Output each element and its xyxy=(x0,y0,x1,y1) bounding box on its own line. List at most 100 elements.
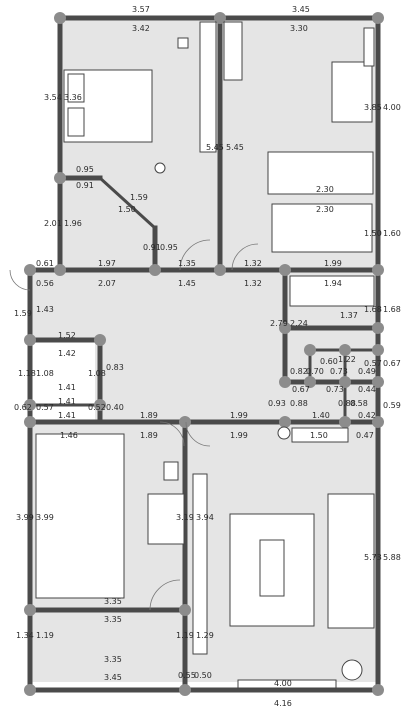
dim-label: 0.40 xyxy=(106,403,124,412)
chair xyxy=(163,461,179,481)
dim-label: 1.46 xyxy=(60,431,78,440)
door-arc xyxy=(9,269,31,291)
node xyxy=(372,684,384,696)
dim-label: 3.35 xyxy=(104,615,122,624)
bedroom-floor xyxy=(60,18,220,270)
node xyxy=(372,322,384,334)
dim-label: 2.24 xyxy=(290,319,308,328)
door-arc xyxy=(179,239,211,271)
dim-label: 3.45 xyxy=(104,673,122,682)
dim-label: 3.35 xyxy=(104,597,122,606)
dim-label: 1.59 xyxy=(130,193,148,202)
dim-label: 2.30 xyxy=(316,205,334,214)
node xyxy=(372,12,384,24)
node xyxy=(279,322,291,334)
dim-label: 1.19 xyxy=(36,631,54,640)
dim-label: 1.18 xyxy=(18,369,36,378)
dim-label: 5.88 xyxy=(383,553,401,562)
dim-label: 0.61 xyxy=(36,259,54,268)
node xyxy=(54,172,66,184)
furniture xyxy=(35,21,375,689)
dim-label: 3.45 xyxy=(292,5,310,14)
node xyxy=(94,334,106,346)
dim-label: 0.58 xyxy=(350,399,368,408)
dim-label: 0.95 xyxy=(160,243,178,252)
dim-label: 0.91 xyxy=(76,181,94,190)
bed-single xyxy=(35,433,125,599)
flower-icon xyxy=(341,659,363,681)
wardrobe-long xyxy=(192,473,208,655)
door-arc xyxy=(231,243,259,271)
closet-floor xyxy=(30,340,95,420)
wall-closet-diagonal xyxy=(98,176,157,230)
dim-label: 3.30 xyxy=(290,24,308,33)
dim-label: 0.62 xyxy=(14,403,32,412)
dim-label: 0.88 xyxy=(290,399,308,408)
dim-label: 1.32 xyxy=(244,279,262,288)
node xyxy=(24,264,36,276)
node xyxy=(372,264,384,276)
node xyxy=(149,264,161,276)
node xyxy=(94,399,106,411)
dim-label: 0.59 xyxy=(383,401,401,410)
dim-label: 0.95 xyxy=(76,165,94,174)
dim-label: 0.42 xyxy=(358,411,376,420)
dim-label: 4.16 xyxy=(274,699,292,708)
node xyxy=(24,334,36,346)
carpet xyxy=(229,513,315,627)
node xyxy=(24,416,36,428)
dim-label: 1.29 xyxy=(196,631,214,640)
dim-label: 3.36 xyxy=(64,93,82,102)
window-bench xyxy=(237,679,337,689)
plant-icon xyxy=(177,37,189,49)
dim-label: 1.19 xyxy=(176,631,194,640)
dim-label: 3.35 xyxy=(104,655,122,664)
dim-label: 0.57 xyxy=(36,403,54,412)
bathroom-floor xyxy=(285,328,378,422)
dim-label: 1.43 xyxy=(36,305,54,314)
dim-label: 1.08 xyxy=(36,369,54,378)
dim-label: 1.35 xyxy=(178,259,196,268)
dim-label: 5.45 xyxy=(226,143,244,152)
dim-label: 1.32 xyxy=(244,259,262,268)
dim-label: 3.19 xyxy=(176,513,194,522)
node xyxy=(24,399,36,411)
dim-label: 0.91 xyxy=(143,243,161,252)
bedroom-wardrobe xyxy=(199,21,217,153)
dim-label: 1.96 xyxy=(64,219,82,228)
node xyxy=(339,416,351,428)
dim-label: 1.41 xyxy=(58,411,76,420)
dim-label: 2.30 xyxy=(316,185,334,194)
dim-label: 3.57 xyxy=(132,5,150,14)
dim-label: 1.94 xyxy=(324,279,342,288)
dim-label: 1.97 xyxy=(98,259,116,268)
living-shelf xyxy=(223,21,243,81)
dim-label: 4.00 xyxy=(274,679,292,688)
sofa xyxy=(331,61,373,123)
node xyxy=(279,264,291,276)
node xyxy=(179,604,191,616)
dim-label: 1.60 xyxy=(383,229,401,238)
node xyxy=(339,344,351,356)
dim-label: 0.93 xyxy=(268,399,286,408)
dim-label: 0.88 xyxy=(338,399,356,408)
door-arc xyxy=(185,421,211,447)
door-arc xyxy=(149,579,181,611)
dim-label: 1.59 xyxy=(14,309,32,318)
coffee-table xyxy=(259,539,285,597)
dim-label: 1.99 xyxy=(230,411,248,420)
dim-label: 1.99 xyxy=(324,259,342,268)
dim-label: 1.52 xyxy=(58,331,76,340)
dim-label: 1.08 xyxy=(88,369,106,378)
window-plant xyxy=(363,27,375,67)
balcony-floor xyxy=(30,610,185,682)
dim-label: 0.60 xyxy=(320,357,338,366)
sofa-right xyxy=(327,493,375,629)
dim-label: 4.00 xyxy=(383,103,401,112)
dim-label: 0.82 xyxy=(290,367,308,376)
sink xyxy=(291,427,349,443)
dim-label: 1.68 xyxy=(383,305,401,314)
node xyxy=(279,416,291,428)
bed-pillow xyxy=(67,73,85,103)
